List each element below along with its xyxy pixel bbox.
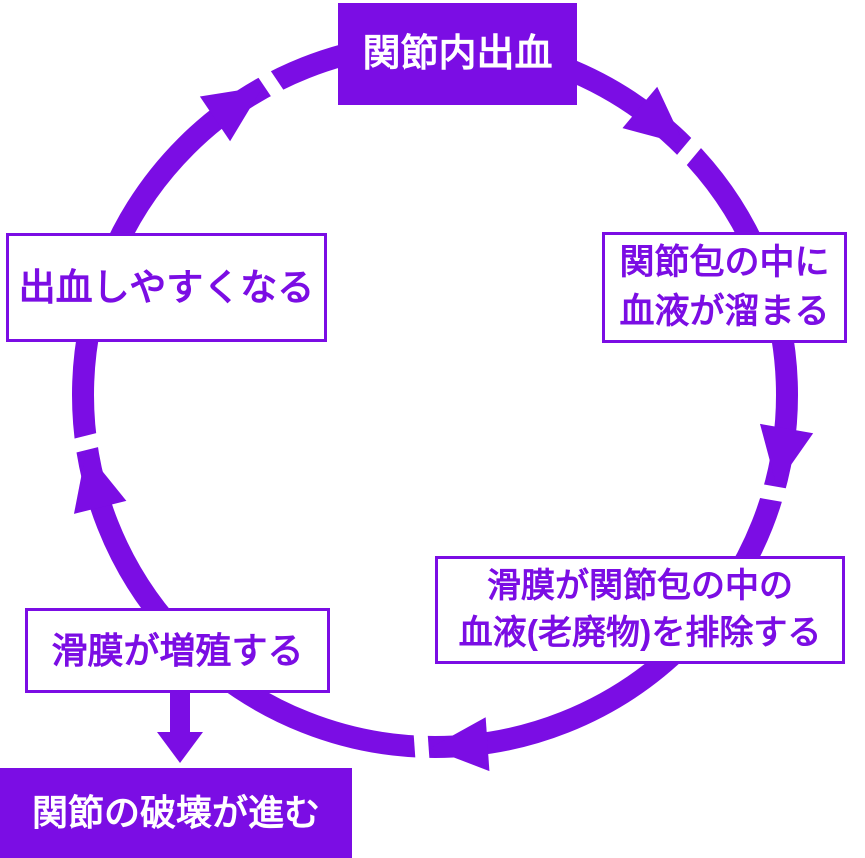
ring-gap [748,482,802,505]
arrowhead-icon [157,732,203,763]
arrowhead-icon [429,717,490,772]
arrowhead-icon [199,86,264,142]
cycle-arrowhead-top-left [199,56,291,142]
arrowhead-icon [622,86,685,145]
cycle-arrowhead-right [748,423,814,505]
node-bleeds-more-easily: 出血しやすくなる [6,233,327,342]
node-label: 出血しやすくなる [18,266,315,308]
node-synovium-removes-blood-waste: 滑膜が関節包の中の 血液(老廃物)を排除する [435,556,845,664]
cycle-arrowhead-left [57,430,127,514]
node-label-line1: 滑膜が関節包の中の [487,567,793,606]
node-label: 滑膜が増殖する [51,629,304,671]
node-synovium-proliferates: 滑膜が増殖する [25,608,330,693]
ring-gap [412,722,431,776]
node-label-line2: 血液が溜まる [619,291,830,331]
node-intraarticular-bleeding: 関節内出血 [338,3,577,105]
arrow-shaft [170,693,190,734]
ring-gap [57,430,112,457]
cycle-arrowhead-top-right [622,86,713,175]
arrowhead-icon [73,451,127,514]
cycle-arrowhead-bottom [412,717,490,776]
node-blood-pools-in-joint-capsule: 関節包の中に 血液が溜まる [602,232,847,343]
node-label-line1: 関節包の中に [619,243,830,283]
node-joint-destruction-progresses: 関節の破壊が進む [0,768,352,858]
arrowhead-icon [759,423,814,486]
ring-gap [668,125,713,175]
node-label: 関節内出血 [362,32,553,75]
node-label-line2: 血液(老廃物)を排除する [458,614,822,652]
ring-gap [249,56,291,108]
arrow-to-destruction [157,693,203,763]
node-label: 関節の破壊が進む [31,792,320,834]
